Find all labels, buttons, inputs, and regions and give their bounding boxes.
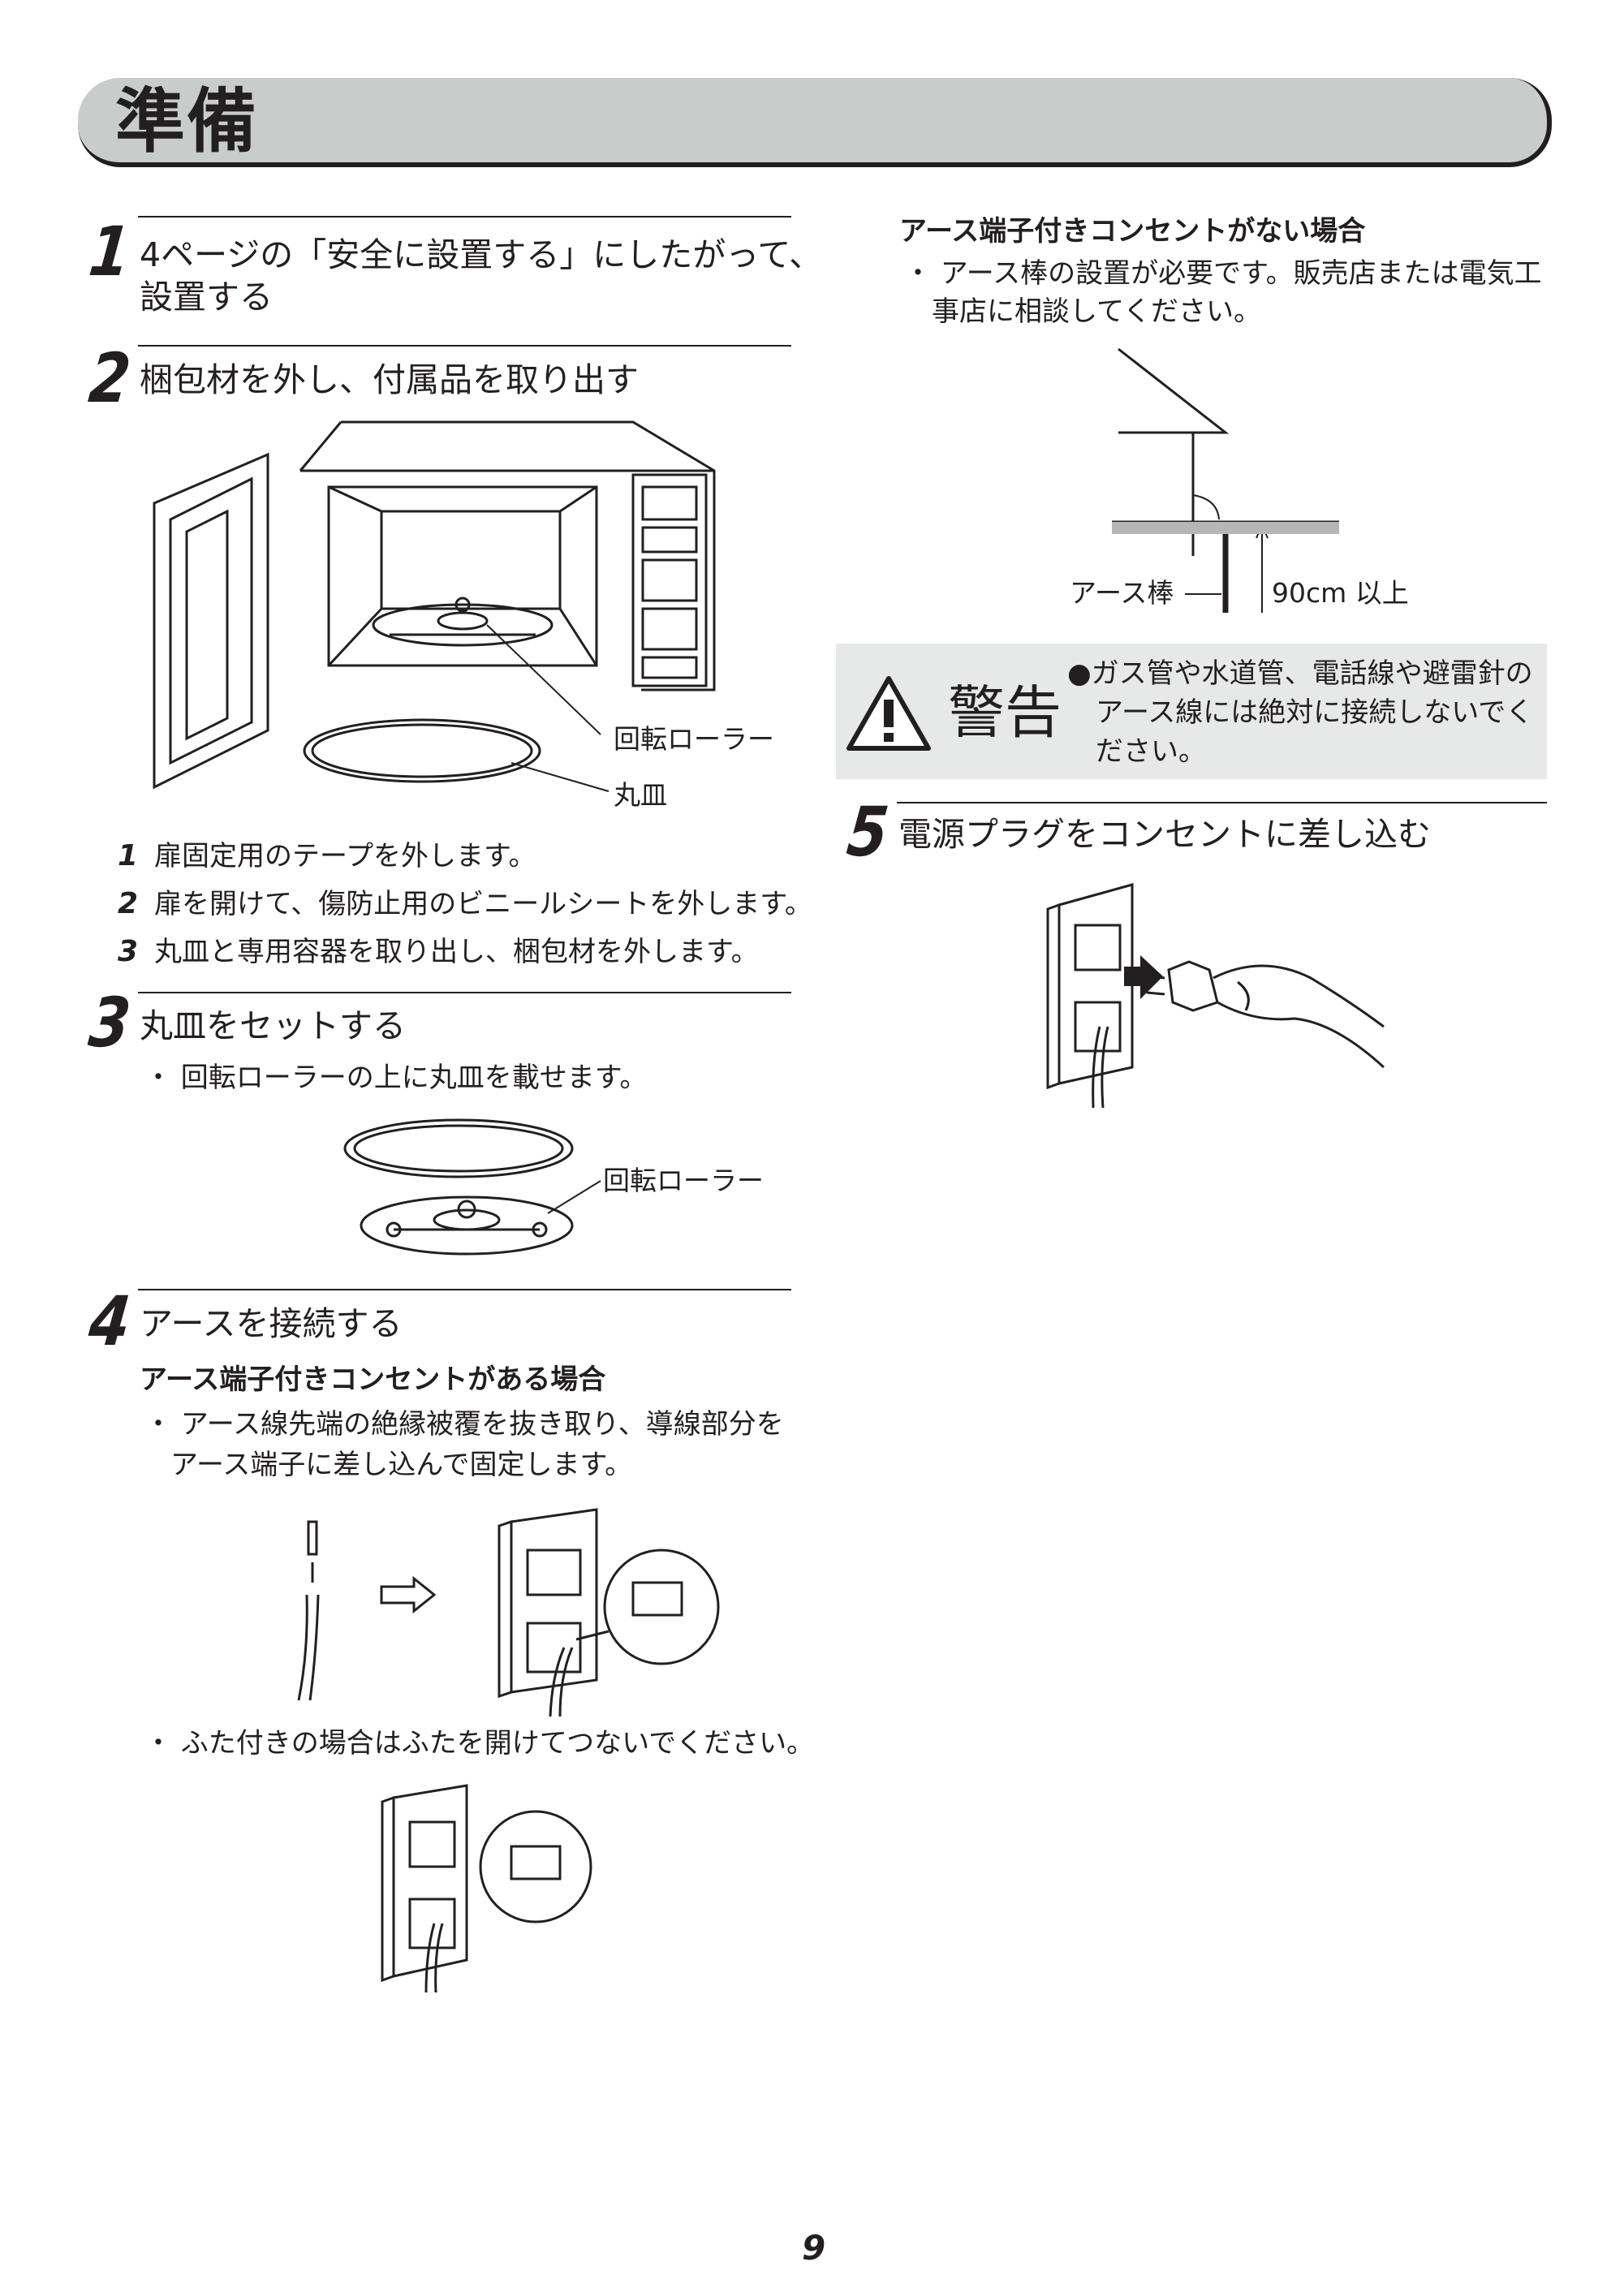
warning-triangle-icon [844,674,933,755]
step-4-rule [138,1289,791,1290]
substep-2-number: 2 [118,887,139,920]
without-terminal-bullet-line-2: 事店に相談してください。 [932,295,1261,328]
warning-box [836,644,1547,779]
substep-1-text: 扉固定用のテープを外します。 [154,840,536,872]
substep-3-text: 丸皿と専用容器を取り出し、梱包材を外します。 [154,936,759,968]
warning-line-1: ●ガス管や水道管、電話線や避雷針の [1067,657,1533,690]
step-2-title: 梱包材を外し、付属品を取り出す [140,360,639,399]
step-1-title-line-2: 設置する [140,278,273,317]
step-3-title: 丸皿をセットする [140,1006,406,1045]
step-1-rule [138,216,791,218]
step-1-number: 1 [85,212,135,291]
step-5-rule [897,802,1547,803]
plate-on-roller-illustration [345,1116,718,1262]
depth-label: 90cm 以上 [1272,577,1409,609]
warning-line-3: ださい。 [1096,735,1206,768]
with-terminal-bullet-line-2: アース端子に差し込んで固定します。 [170,1449,633,1481]
roller-label: 回転ローラー [614,723,774,755]
warning-line-2: アース線には絶対に接続しないでく [1096,696,1534,729]
step-5-title: 電源プラグをコンセントに差し込む [898,815,1431,854]
lid-bullet: ・ ふた付きの場合はふたを開けてつないでください。 [144,1727,815,1760]
step-5-number: 5 [843,792,893,872]
without-terminal-heading: アース端子付きコンセントがない場合 [899,215,1366,248]
microwave-illustration [146,406,779,795]
page-number: 9 [802,2228,826,2268]
plate-label: 丸皿 [614,779,667,811]
step-3-rule [138,992,791,993]
substep-1-number: 1 [118,839,139,872]
earth-rod-label: アース棒 [1070,577,1174,609]
substep-3-number: 3 [118,935,139,968]
with-terminal-heading: アース端子付きコンセントがある場合 [140,1363,606,1396]
lid-outlet-illustration [377,1781,597,1992]
step-2-rule [138,345,791,347]
with-terminal-bullet-line-1: ・ アース線先端の絶縁被覆を抜き取り、導線部分を [144,1408,784,1441]
substep-2-text: 扉を開けて、傷防止用のビニールシートを外します。 [154,888,812,920]
page-title: 準備 [115,81,258,162]
section-header-bar [78,78,1552,167]
step-4-number: 4 [85,1282,135,1361]
step-1-title-line-1: 4ページの「安全に設置する」にしたがって、 [140,235,823,274]
earth-wire-terminal-illustration [292,1506,730,1717]
step-3-number: 3 [85,983,135,1062]
step-3-bullet: ・ 回転ローラーの上に丸皿を載せます。 [144,1062,648,1094]
earth-rod-illustration [1112,345,1339,613]
roller-label-step-3: 回転ローラー [603,1165,764,1196]
step-2-number: 2 [85,338,135,418]
plug-into-outlet-illustration [1043,881,1384,1108]
warning-title: 警告 [948,679,1062,746]
step-4-title: アースを接続する [140,1304,403,1343]
without-terminal-bullet-line-1: ・ アース棒の設置が必要です。販売店または電気工 [904,257,1542,290]
